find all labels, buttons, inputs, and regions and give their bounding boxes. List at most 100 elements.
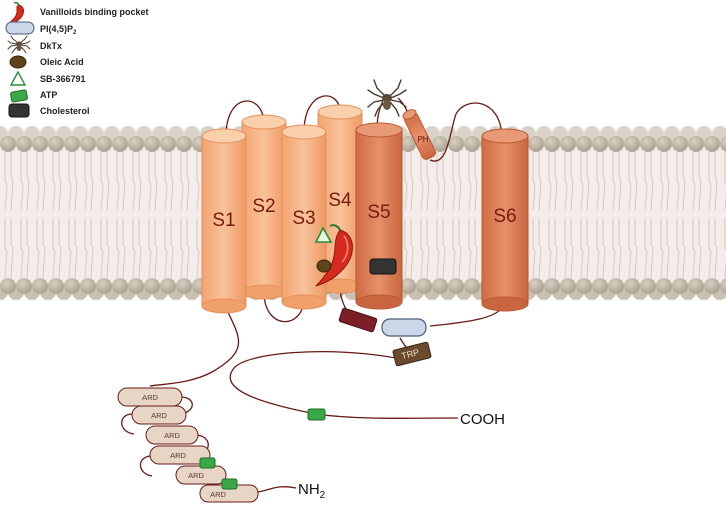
ard-linker-4 xyxy=(139,455,153,477)
lipid-tail xyxy=(724,152,726,211)
lipid-tail xyxy=(612,152,622,211)
lipid-head xyxy=(672,278,688,294)
lipid-tail xyxy=(148,152,158,211)
lipid-tail xyxy=(596,152,606,211)
lipid-tail xyxy=(708,218,718,279)
lipid-tail xyxy=(708,152,718,211)
lipid-head xyxy=(448,278,464,294)
lipid-tail xyxy=(692,152,702,211)
lipid-tail xyxy=(660,218,670,279)
lipid-head xyxy=(144,278,160,294)
lipid-head xyxy=(64,136,80,152)
lipid-head xyxy=(624,278,640,294)
lipid-tail xyxy=(180,218,190,279)
ard-label: ARD xyxy=(210,490,226,499)
legend: Vanilloids binding pocket PI(4,5)P2 DkTx… xyxy=(5,1,149,118)
lipid-tail xyxy=(660,152,670,211)
legend-oleic-acid-icon xyxy=(9,55,27,69)
lipid-head xyxy=(16,278,32,294)
c-terminus-label: COOH xyxy=(460,411,505,428)
lipid-head xyxy=(432,136,448,152)
lipid-tail xyxy=(644,152,654,211)
lipid-head xyxy=(544,136,560,152)
lipid-head xyxy=(544,278,560,294)
lipid-head xyxy=(704,136,720,152)
nh2-subscript: 2 xyxy=(320,490,326,501)
lipid-tail xyxy=(724,218,726,279)
trp-label: TRP xyxy=(400,347,420,361)
lipid-head xyxy=(400,136,416,152)
lipid-head xyxy=(16,136,32,152)
lipid-tail xyxy=(596,218,606,279)
helix-label-s2: S2 xyxy=(252,196,275,217)
lipid-tail xyxy=(404,152,414,211)
lipid-head xyxy=(160,278,176,294)
lipid-head xyxy=(608,136,624,152)
lipid-tail xyxy=(4,218,14,279)
lipid-head xyxy=(80,136,96,152)
helix-label-s4: S4 xyxy=(328,190,352,211)
lipid-tail xyxy=(676,152,686,211)
lipid-tail xyxy=(100,152,110,211)
helix-label-s6: S6 xyxy=(493,206,516,227)
lipid-tail xyxy=(628,218,638,279)
lipid-head xyxy=(720,136,726,152)
lipid-head xyxy=(0,278,16,294)
lipid-tail xyxy=(20,152,30,211)
lipid-head xyxy=(48,136,64,152)
lipid-tail xyxy=(84,218,94,279)
lipid-head xyxy=(96,136,112,152)
ard-label: ARD xyxy=(142,393,158,402)
lipid-tail xyxy=(148,218,158,279)
lipid-head xyxy=(624,136,640,152)
lipid-head xyxy=(528,278,544,294)
nh2-main: NH xyxy=(298,481,320,498)
lipid-head xyxy=(400,278,416,294)
lipid-head xyxy=(464,136,480,152)
lipid-head xyxy=(704,278,720,294)
cholesterol-icon xyxy=(369,258,397,275)
lipid-tail xyxy=(468,218,478,279)
atp-icon-ard xyxy=(221,478,238,490)
legend-oleic-label: Oleic Acid xyxy=(40,57,84,67)
lipid-tail xyxy=(52,152,62,211)
loop-s1-s2 xyxy=(225,100,265,137)
n-terminus-label: NH2 xyxy=(298,481,326,501)
pore-helix xyxy=(402,109,436,160)
lipid-head xyxy=(576,278,592,294)
lipid-tail xyxy=(420,218,430,279)
s4-s5-linker xyxy=(338,307,378,333)
lipid-tail xyxy=(180,152,190,211)
lipid-tail xyxy=(468,152,478,211)
pip2-capsule xyxy=(381,318,427,337)
lipid-head xyxy=(416,278,432,294)
lipid-head xyxy=(144,136,160,152)
lipid-tail xyxy=(20,218,30,279)
lipid-head xyxy=(448,136,464,152)
legend-cholesterol-icon xyxy=(8,103,30,118)
lipid-tail xyxy=(644,218,654,279)
ard-3: ARD xyxy=(145,425,199,445)
legend-pip2-icon xyxy=(5,21,35,35)
legend-vanilloids-label: Vanilloids binding pocket xyxy=(40,7,149,17)
lipid-tail xyxy=(564,152,574,211)
lipid-head xyxy=(560,136,576,152)
lipid-tail xyxy=(4,152,14,211)
ard-linker-2 xyxy=(121,413,135,435)
lipid-tail xyxy=(36,218,46,279)
legend-dktx-label: DkTx xyxy=(40,41,62,51)
pore-helix-label: PH xyxy=(417,135,428,144)
legend-pepper-icon xyxy=(6,1,25,25)
legend-atp-icon xyxy=(10,89,28,103)
lipid-head xyxy=(32,278,48,294)
lipid-head xyxy=(112,278,128,294)
lipid-head xyxy=(160,136,176,152)
lipid-head xyxy=(592,136,608,152)
lipid-tail xyxy=(628,152,638,211)
trp-domain xyxy=(392,341,432,367)
lipid-head xyxy=(80,278,96,294)
ard-label: ARD xyxy=(164,431,180,440)
lipid-tail xyxy=(692,218,702,279)
lipid-tail xyxy=(548,218,558,279)
lipid-tail xyxy=(68,218,78,279)
